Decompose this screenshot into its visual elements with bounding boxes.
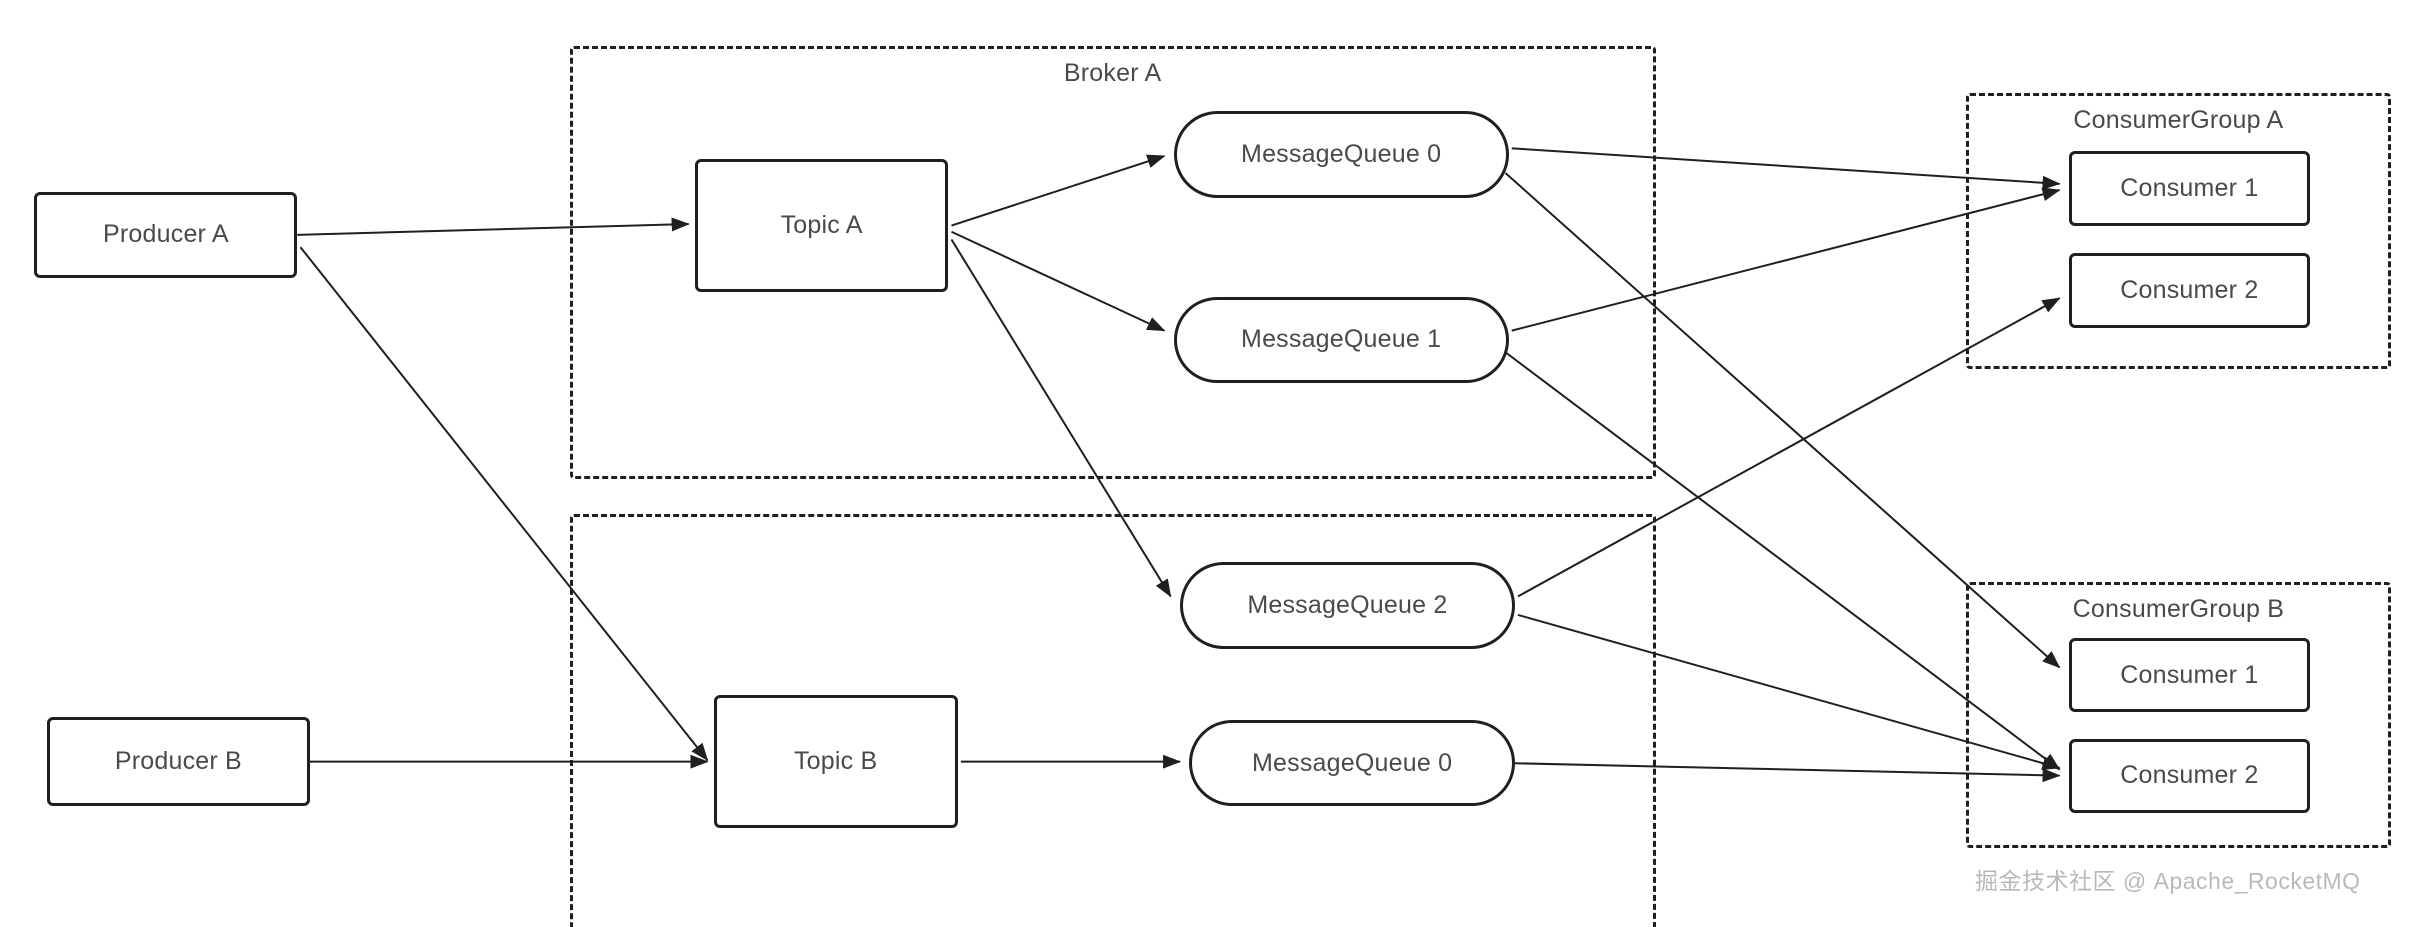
group-consumergroup-a: ConsumerGroup A	[1965, 92, 2392, 370]
node-topic-a[interactable]: Topic A	[694, 159, 949, 292]
node-mq-a-0[interactable]: MessageQueue 0	[1173, 111, 1509, 198]
node-label-cg-b-consumer-2: Consumer 2	[2120, 761, 2259, 790]
node-label-mq-a-0: MessageQueue 0	[1241, 139, 1442, 168]
node-label-topic-a: Topic A	[780, 211, 863, 240]
group-label-consumergroup-b: ConsumerGroup B	[2072, 595, 2285, 624]
group-broker-b: Broker B	[569, 514, 1656, 927]
node-label-mq-b-2: MessageQueue 2	[1247, 591, 1448, 620]
group-broker-a: Broker A	[569, 46, 1656, 479]
node-cg-a-consumer-2[interactable]: Consumer 2	[2068, 253, 2310, 328]
node-mq-b-2[interactable]: MessageQueue 2	[1179, 562, 1515, 649]
group-consumergroup-b: ConsumerGroup B	[1965, 582, 2392, 849]
node-topic-b[interactable]: Topic B	[713, 695, 958, 829]
node-producer-a[interactable]: Producer A	[34, 191, 298, 279]
node-producer-b[interactable]: Producer B	[46, 716, 310, 807]
node-label-topic-b: Topic B	[793, 747, 878, 776]
node-cg-b-consumer-1[interactable]: Consumer 1	[2068, 638, 2310, 713]
node-mq-b-0[interactable]: MessageQueue 0	[1189, 719, 1515, 807]
node-label-cg-a-consumer-1: Consumer 1	[2120, 173, 2259, 202]
node-cg-b-consumer-2[interactable]: Consumer 2	[2068, 738, 2310, 813]
group-label-consumergroup-a: ConsumerGroup A	[2073, 105, 2284, 134]
node-mq-a-1[interactable]: MessageQueue 1	[1173, 296, 1509, 384]
node-label-mq-a-1: MessageQueue 1	[1241, 325, 1442, 354]
watermark: 掘金技术社区 @ Apache_RocketMQ	[1975, 868, 2361, 894]
node-cg-a-consumer-1[interactable]: Consumer 1	[2068, 151, 2310, 226]
node-label-producer-a: Producer A	[103, 220, 229, 249]
node-label-cg-b-consumer-1: Consumer 1	[2120, 660, 2259, 689]
group-label-broker-a: Broker A	[1063, 59, 1162, 88]
node-label-mq-b-0: MessageQueue 0	[1252, 748, 1453, 777]
node-label-producer-b: Producer B	[114, 747, 242, 776]
node-label-cg-a-consumer-2: Consumer 2	[2120, 275, 2259, 304]
